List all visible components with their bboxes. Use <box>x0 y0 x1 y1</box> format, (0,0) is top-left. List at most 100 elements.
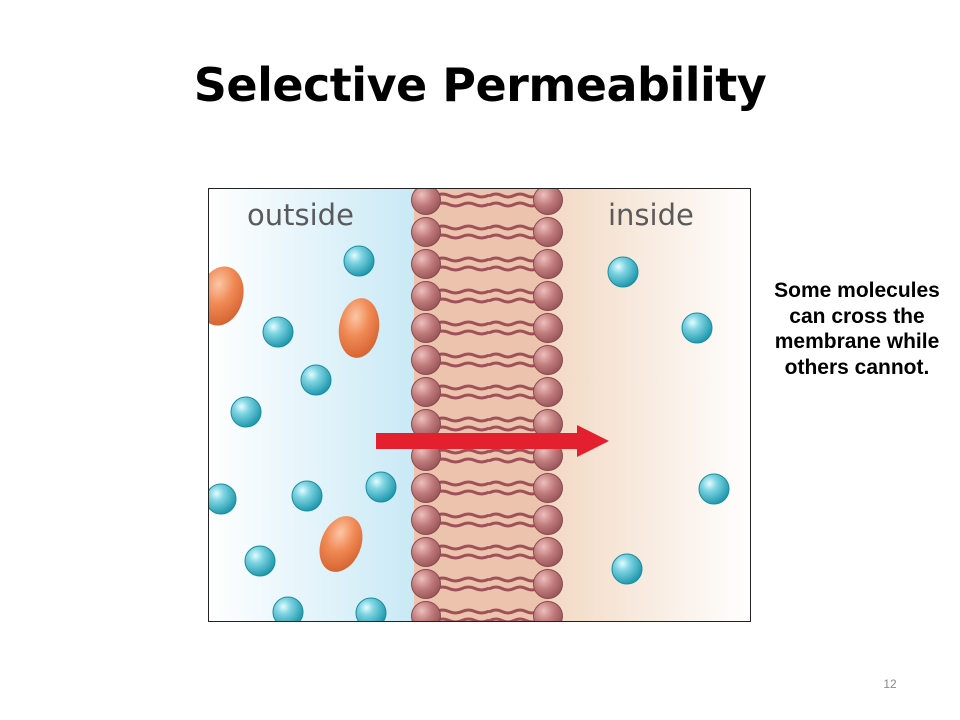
lipid-head <box>411 217 441 247</box>
lipid-tail <box>434 448 490 455</box>
lipid-head <box>533 281 563 311</box>
lipid-tail <box>488 544 540 551</box>
lipid-tail <box>488 448 540 455</box>
lipid-head <box>411 345 441 375</box>
cyan-sphere-icon <box>300 364 332 396</box>
lipid-tail <box>488 233 540 240</box>
lipid-tail <box>488 352 540 359</box>
cyan-sphere-icon <box>611 553 643 585</box>
lipid-head <box>411 537 441 567</box>
lipid-tail <box>488 297 540 304</box>
cyan-sphere-icon <box>291 480 323 512</box>
lipid-tail <box>488 553 540 560</box>
lipid-tail <box>488 320 540 327</box>
lipid-tail <box>434 425 490 432</box>
lipid-tail <box>434 585 490 592</box>
lipid-head <box>411 505 441 535</box>
lipid-tail <box>434 288 490 295</box>
orange-ellipse-icon <box>209 266 244 326</box>
lipid-head <box>411 377 441 407</box>
orange-ellipse-icon <box>319 516 363 572</box>
membrane-diagram-svg: outside inside <box>209 189 750 621</box>
lipid-tail <box>488 617 540 621</box>
lipid-head <box>411 473 441 503</box>
lipid-tail <box>434 617 490 621</box>
caption: Some molecules can cross the membrane wh… <box>774 279 940 379</box>
lipid-head <box>533 189 563 215</box>
lipid-tail <box>434 265 490 272</box>
lipid-tail <box>488 576 540 583</box>
lipid-tail <box>488 457 540 464</box>
lipid-head <box>533 537 563 567</box>
lipid-tail <box>434 192 490 199</box>
phospholipid-bilayer <box>411 189 563 621</box>
lipid-tail <box>488 192 540 199</box>
cyan-sphere-icon <box>343 245 375 277</box>
lipid-tail <box>488 329 540 336</box>
lipid-tail <box>488 480 540 487</box>
lipid-tail <box>488 425 540 432</box>
lipid-tail <box>488 585 540 592</box>
page-number: 12 <box>883 677 897 691</box>
cyan-sphere-icon <box>244 545 276 577</box>
lipid-tail <box>434 521 490 528</box>
lipid-tail <box>434 384 490 391</box>
small-molecules <box>209 245 730 621</box>
lipid-tail <box>434 224 490 231</box>
lipid-tail <box>488 393 540 400</box>
lipid-tail <box>488 201 540 208</box>
lipid-head <box>411 601 441 621</box>
lipid-tail <box>434 320 490 327</box>
slide-title: Selective Permeability <box>193 58 767 112</box>
lipid-tail <box>488 416 540 423</box>
lipid-tail <box>434 393 490 400</box>
cyan-sphere-icon <box>365 471 397 503</box>
lipid-tail <box>434 329 490 336</box>
outside-label: outside <box>247 198 354 232</box>
lipid-head <box>533 313 563 343</box>
lipid-tail <box>434 297 490 304</box>
lipid-tail <box>488 489 540 496</box>
lipid-head <box>533 345 563 375</box>
lipid-head <box>533 569 563 599</box>
lipid-tail <box>434 416 490 423</box>
cyan-sphere-icon <box>230 396 262 428</box>
orange-ellipse-icon <box>338 298 380 358</box>
lipid-tail <box>434 544 490 551</box>
lipid-tail <box>434 576 490 583</box>
lipid-tail <box>434 480 490 487</box>
lipid-tail <box>488 288 540 295</box>
cyan-sphere-icon <box>209 483 237 515</box>
right-arrow-icon <box>376 425 609 457</box>
lipid-tail <box>488 256 540 263</box>
lipid-tail <box>434 489 490 496</box>
membrane-diagram: outside inside <box>208 188 751 622</box>
lipid-tail <box>434 352 490 359</box>
lipid-tail <box>488 384 540 391</box>
lipid-head <box>411 569 441 599</box>
cyan-sphere-icon <box>698 473 730 505</box>
lipid-tail <box>434 512 490 519</box>
lipid-head <box>533 473 563 503</box>
inside-region <box>549 189 750 621</box>
lipid-tail <box>434 233 490 240</box>
lipid-tail <box>488 265 540 272</box>
lipid-head <box>533 217 563 247</box>
lipid-tail <box>434 608 490 615</box>
cyan-sphere-icon <box>262 316 294 348</box>
lipid-head <box>533 249 563 279</box>
inside-label: inside <box>608 198 694 232</box>
lipid-head <box>533 377 563 407</box>
lipid-head <box>411 249 441 279</box>
lipid-tail <box>434 361 490 368</box>
lipid-tail <box>488 512 540 519</box>
lipid-tail <box>488 608 540 615</box>
cyan-sphere-icon <box>607 256 639 288</box>
lipid-head <box>533 601 563 621</box>
lipid-head <box>411 189 441 215</box>
cyan-sphere-icon <box>681 312 713 344</box>
lipid-tail <box>488 521 540 528</box>
lipid-tail <box>434 553 490 560</box>
large-molecules <box>209 266 380 572</box>
lipid-tail <box>434 256 490 263</box>
